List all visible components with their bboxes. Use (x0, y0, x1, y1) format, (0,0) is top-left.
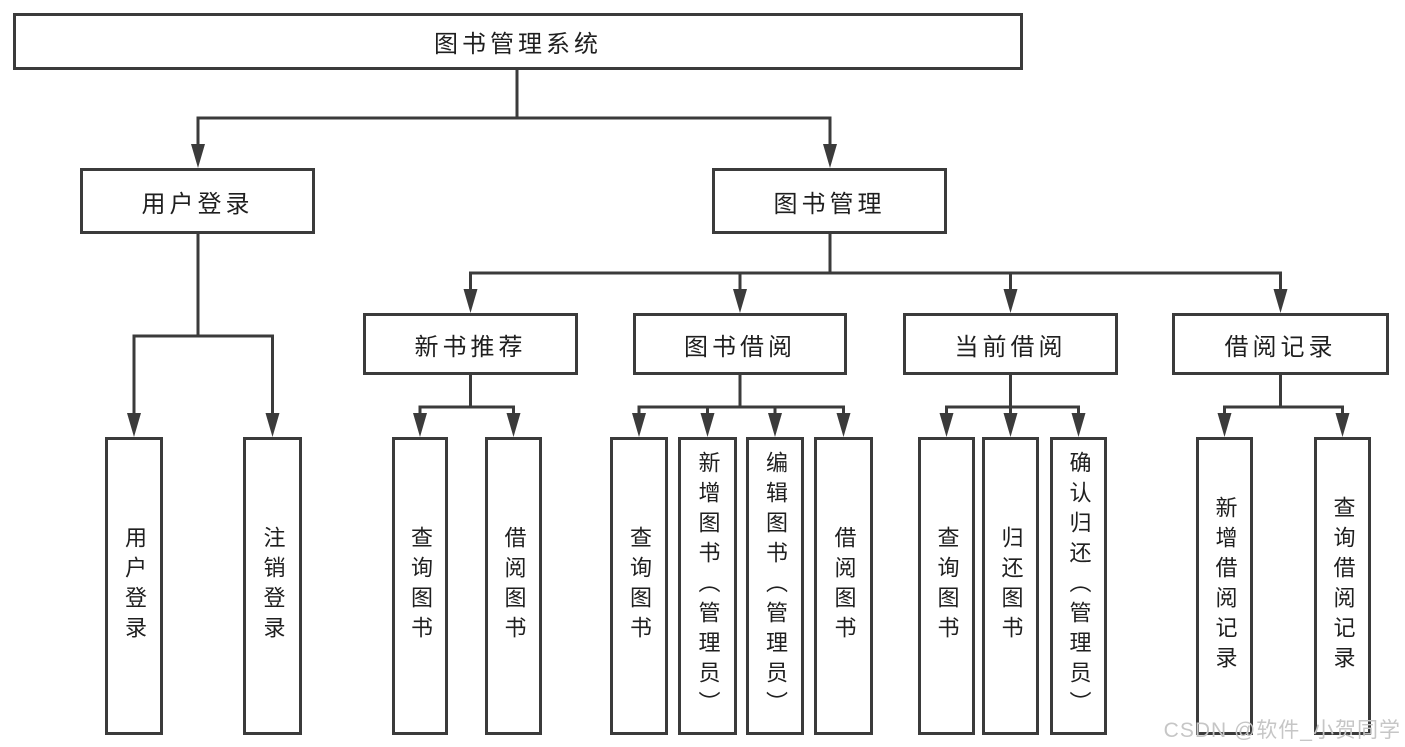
arrowhead (127, 413, 141, 437)
leaf-return-book: 归还图书 (982, 437, 1039, 735)
connector-bookmgmt-to-level3 (463, 233, 1288, 313)
connector-bookborrow-to-leaves (632, 375, 851, 437)
leaf-logout: 注销登录 (243, 437, 302, 735)
arrowhead (265, 413, 280, 437)
arrowhead (191, 144, 205, 168)
node-root: 图书管理系统 (13, 13, 1023, 70)
arrowhead (1273, 289, 1288, 313)
leaf-logout-label: 注销登录 (260, 526, 286, 646)
node-book-borrow: 图书借阅 (633, 313, 847, 375)
leaf-add-book-admin-label: 新增图书（管理员） (695, 451, 721, 721)
node-book-management-label: 图书管理 (773, 190, 886, 218)
leaf-recommend-borrow-book: 借阅图书 (485, 437, 542, 735)
arrowhead (836, 413, 851, 437)
arrowhead (939, 413, 954, 437)
leaf-borrow-borrow-book-label: 借阅图书 (831, 526, 857, 646)
arrowhead (632, 413, 646, 437)
node-root-label: 图书管理系统 (434, 31, 602, 58)
node-borrow-record-label: 借阅记录 (1224, 333, 1337, 361)
leaf-borrow-borrow-book: 借阅图书 (814, 437, 873, 735)
leaf-edit-book-admin: 编辑图书（管理员） (746, 437, 804, 735)
connector-newbookrec-to-leaves (413, 375, 521, 437)
arrowhead (1071, 413, 1086, 437)
arrowhead (768, 413, 782, 437)
node-user-login-label: 用户登录 (141, 190, 254, 218)
leaf-recommend-query-book: 查询图书 (392, 437, 448, 735)
node-book-borrow-label: 图书借阅 (684, 333, 796, 361)
node-new-book-recommend-label: 新书推荐 (414, 333, 527, 361)
connector-root-to-level2 (191, 70, 837, 168)
node-borrow-record: 借阅记录 (1172, 313, 1389, 375)
node-current-borrow-label: 当前借阅 (954, 333, 1067, 361)
leaf-edit-book-admin-label: 编辑图书（管理员） (763, 451, 788, 721)
leaf-query-borrow-record: 查询借阅记录 (1314, 437, 1371, 735)
leaf-borrow-query-book-label: 查询图书 (627, 526, 652, 646)
leaf-recommend-query-book-label: 查询图书 (408, 526, 433, 646)
leaf-add-book-admin: 新增图书（管理员） (678, 437, 737, 735)
leaf-query-borrow-record-label: 查询借阅记录 (1330, 496, 1356, 676)
arrowhead (823, 144, 837, 168)
leaf-borrow-query-book: 查询图书 (610, 437, 668, 735)
leaf-confirm-return-admin-label: 确认归还（管理员） (1066, 451, 1092, 721)
arrowhead (1217, 413, 1232, 437)
connector-currentborrow-to-leaves (939, 375, 1086, 437)
leaf-current-query-book-label: 查询图书 (934, 526, 960, 646)
arrowhead (733, 289, 747, 313)
leaf-confirm-return-admin: 确认归还（管理员） (1050, 437, 1107, 735)
node-user-login: 用户登录 (80, 168, 315, 234)
csdn-watermark: CSDN @软件_小贺同学 (1163, 719, 1401, 742)
leaf-current-query-book: 查询图书 (918, 437, 975, 735)
leaf-user-login: 用户登录 (105, 437, 163, 735)
connector-userlogin-to-leaves (127, 233, 280, 437)
node-new-book-recommend: 新书推荐 (363, 313, 578, 375)
arrowhead (463, 289, 478, 313)
arrowhead (1003, 289, 1018, 313)
arrowhead (700, 413, 715, 437)
arrowhead (1003, 413, 1018, 437)
leaf-add-borrow-record: 新增借阅记录 (1196, 437, 1253, 735)
arrowhead (506, 413, 521, 437)
connector-borrowrecord-to-leaves (1217, 375, 1350, 437)
leaf-add-borrow-record-label: 新增借阅记录 (1212, 496, 1238, 676)
leaf-user-login-label: 用户登录 (122, 526, 147, 646)
leaf-recommend-borrow-book-label: 借阅图书 (501, 526, 527, 646)
node-book-management: 图书管理 (712, 168, 947, 234)
arrowhead (1335, 413, 1350, 437)
arrowhead (413, 413, 427, 437)
leaf-return-book-label: 归还图书 (998, 526, 1024, 646)
node-current-borrow: 当前借阅 (903, 313, 1118, 375)
